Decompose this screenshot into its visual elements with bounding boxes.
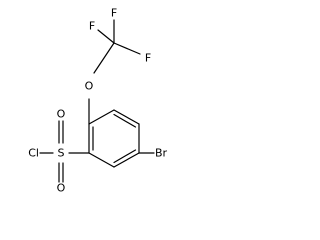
benzene-ring <box>88 109 140 168</box>
ring-bond-c4-c3 <box>113 152 140 168</box>
bond-c-f-right <box>113 42 141 55</box>
ring-bond-c3-c2 <box>88 152 115 168</box>
atom-f-left: F <box>89 20 95 33</box>
ring-bond-c4-c3-inner <box>113 149 137 164</box>
ring-bond-c1-c6 <box>88 109 115 125</box>
bond-o-ether-cf3 <box>93 42 115 74</box>
atom-o-upper: O <box>57 108 66 121</box>
atom-br: Br <box>155 147 168 160</box>
bond-c-f-left <box>97 29 115 44</box>
ring-bond-c6-c5 <box>113 109 140 125</box>
chemical-structure: F F F O Cl S O O Br <box>28 7 167 195</box>
atom-f-right: F <box>145 52 151 65</box>
atom-o-lower: O <box>57 182 66 195</box>
atom-f-top: F <box>111 7 117 20</box>
substituent-bonds <box>39 19 155 183</box>
atom-labels: F F F O Cl S O O Br <box>28 7 167 195</box>
ring-bond-c6-c5-inner <box>113 113 137 128</box>
atom-s: S <box>58 147 65 160</box>
atom-cl: Cl <box>28 147 39 160</box>
atom-o-ether: O <box>85 80 94 93</box>
